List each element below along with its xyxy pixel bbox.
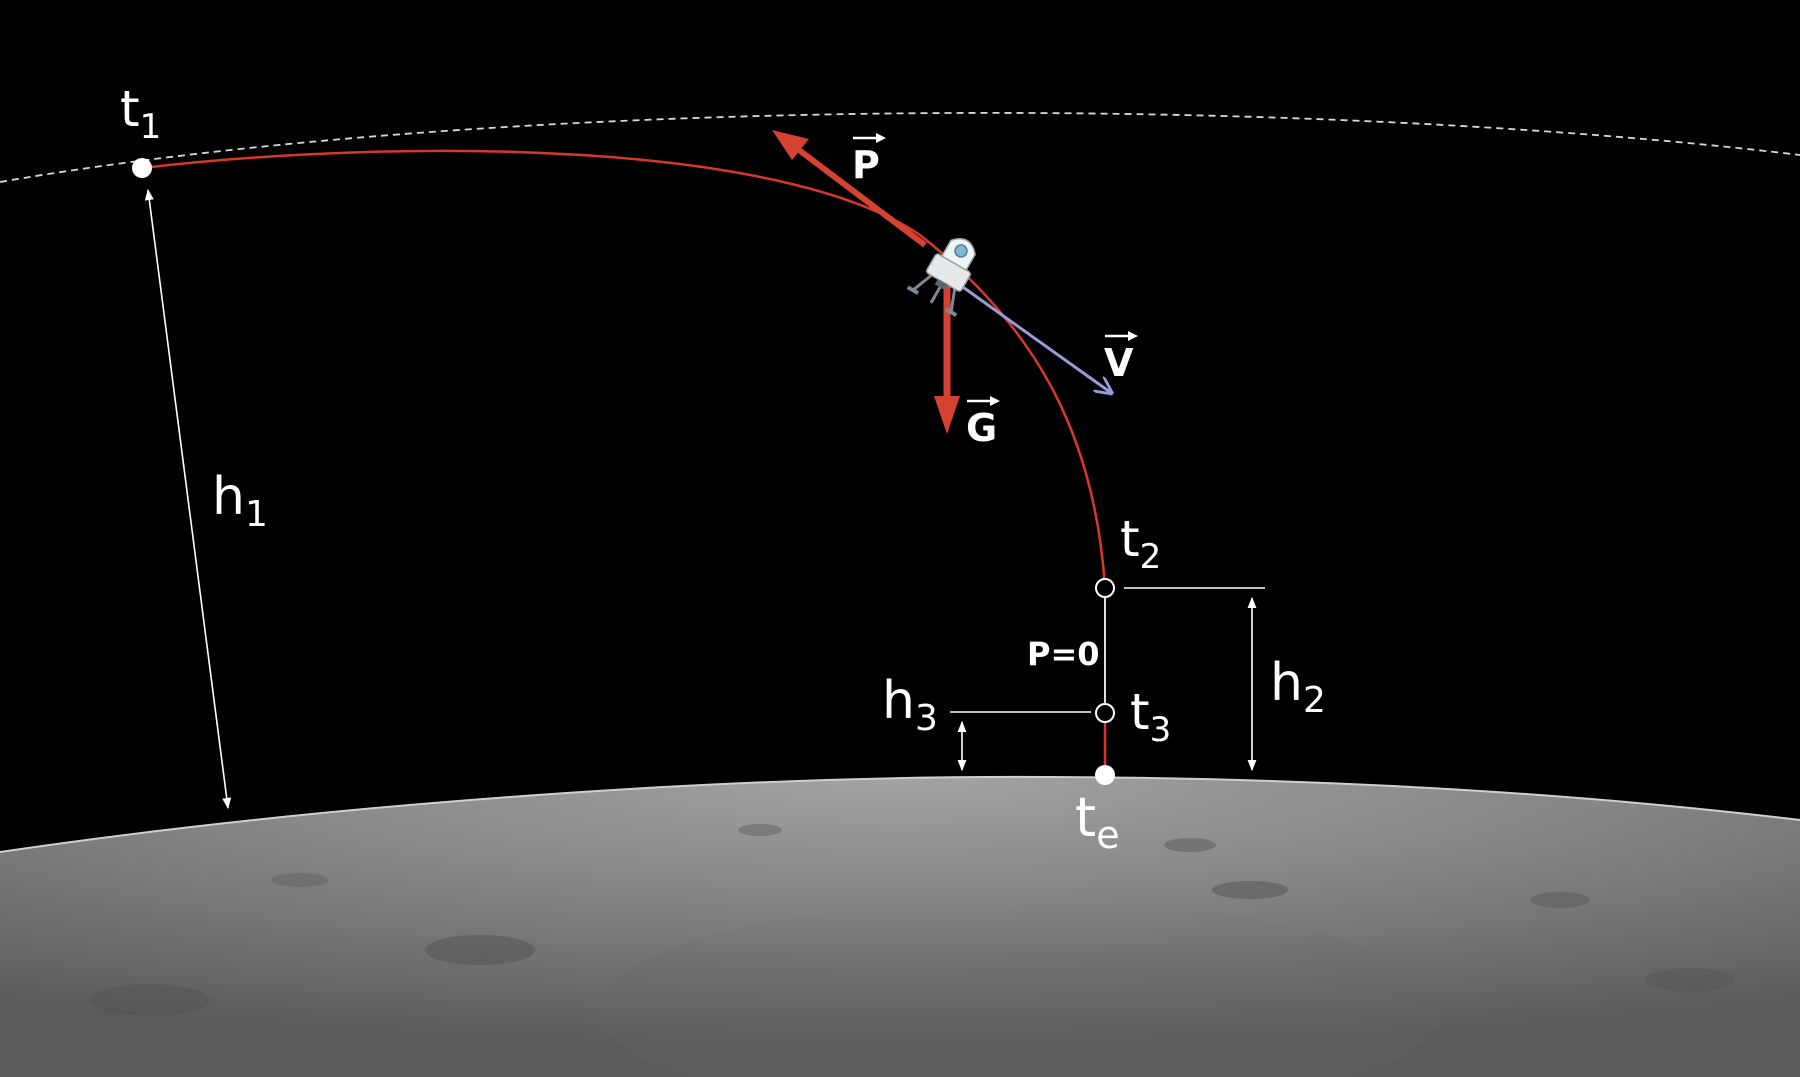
label-te: te bbox=[1075, 786, 1120, 857]
label-t3: t3 bbox=[1130, 683, 1171, 750]
svg-text:V: V bbox=[1104, 341, 1134, 385]
svg-text:P: P bbox=[852, 143, 880, 187]
svg-text:G: G bbox=[966, 406, 997, 450]
h1-measure-arrow bbox=[144, 188, 232, 810]
label-thrust-off: P=0 bbox=[1027, 635, 1100, 673]
orbit-line bbox=[0, 112, 1800, 183]
point-t3 bbox=[1095, 703, 1115, 723]
point-t2 bbox=[1095, 578, 1115, 598]
label-h1: h1 bbox=[212, 467, 268, 535]
label-h2: h2 bbox=[1270, 653, 1326, 721]
label-h3: h3 bbox=[882, 671, 938, 739]
gravity-vector bbox=[934, 280, 960, 434]
moon-surface bbox=[0, 775, 1800, 1077]
label-velocity-vector: V bbox=[1104, 331, 1138, 385]
lunar-lander-icon bbox=[906, 238, 976, 317]
label-t1: t1 bbox=[120, 80, 161, 147]
descent-trajectory bbox=[141, 149, 1107, 588]
label-t2: t2 bbox=[1120, 510, 1161, 577]
point-te bbox=[1095, 765, 1115, 785]
point-t1 bbox=[132, 158, 152, 178]
thrust-vector bbox=[772, 130, 927, 248]
label-gravity-vector: G bbox=[966, 396, 1000, 450]
velocity-vector bbox=[959, 283, 1110, 392]
label-thrust-vector: P bbox=[852, 133, 886, 187]
